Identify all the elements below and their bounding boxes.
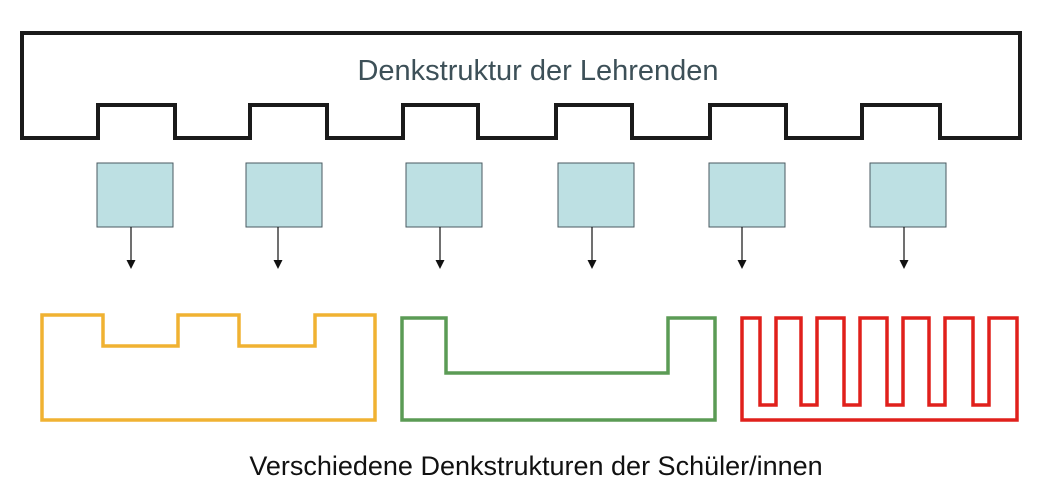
teacher-structure-outline — [20, 31, 1022, 140]
down-arrow-icon — [587, 227, 597, 269]
knowledge-block — [245, 162, 323, 228]
arrow-head — [587, 260, 597, 269]
arrow-head — [126, 260, 136, 269]
arrow-head — [737, 260, 747, 269]
knowledge-block — [708, 162, 786, 228]
knowledge-block — [96, 162, 174, 228]
student-structure-orange — [40, 313, 377, 422]
transfer-arrows — [126, 227, 909, 269]
arrow-head — [899, 260, 909, 269]
student-structure-red — [740, 316, 1019, 422]
student-structures-caption: Verschiedene Denkstrukturen der Schüler/… — [249, 451, 822, 481]
student-structure-green — [400, 316, 717, 422]
arrow-head — [273, 260, 283, 269]
knowledge-block — [405, 162, 483, 228]
down-arrow-icon — [435, 227, 445, 269]
knowledge-block — [557, 162, 635, 228]
knowledge-blocks — [96, 162, 947, 228]
knowledge-block — [869, 162, 947, 228]
down-arrow-icon — [126, 227, 136, 269]
arrow-head — [435, 260, 445, 269]
down-arrow-icon — [737, 227, 747, 269]
teacher-structure-title: Denkstruktur der Lehrenden — [357, 55, 718, 87]
down-arrow-icon — [899, 227, 909, 269]
down-arrow-icon — [273, 227, 283, 269]
